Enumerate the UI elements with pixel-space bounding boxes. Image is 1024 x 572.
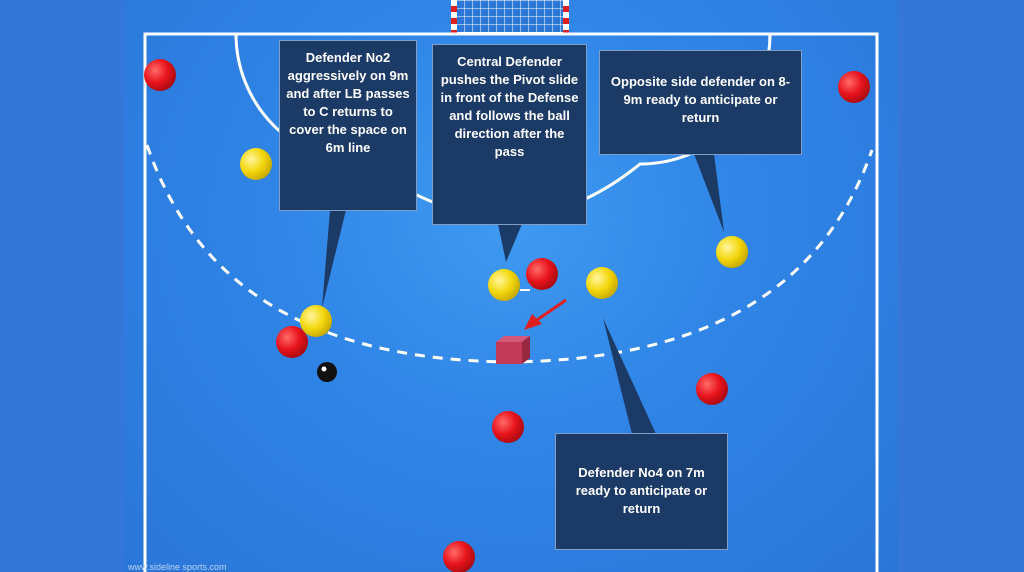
attacker-left-wing <box>144 59 176 91</box>
ball <box>317 362 337 382</box>
pointer-defender-no2 <box>322 210 346 308</box>
defender-left-wing <box>240 148 272 180</box>
defender-no4 <box>586 267 618 299</box>
callout-central-defender-text: Central Defender pushes the Pivot slide … <box>440 54 579 159</box>
attacker-bottom <box>443 541 475 572</box>
callout-defender-no4-text: Defender No4 on 7m ready to anticipate o… <box>575 465 708 516</box>
callout-defender-no2-text: Defender No2 aggressively on 9m and afte… <box>286 50 410 155</box>
callout-defender-no4: Defender No4 on 7m ready to anticipate o… <box>555 433 728 550</box>
defender-no2 <box>300 305 332 337</box>
attacker-pivot <box>526 258 558 290</box>
attacker-center-back <box>492 411 524 443</box>
callout-opposite-side-text: Opposite side defender on 8-9m ready to … <box>610 74 791 125</box>
callout-central-defender: Central Defender pushes the Pivot slide … <box>432 44 587 225</box>
attacker-left-back <box>276 326 308 358</box>
cone-marker <box>496 336 530 364</box>
attacker-right-back <box>696 373 728 405</box>
pointer-opposite-side <box>694 154 724 232</box>
court-boundary-lines <box>143 32 879 572</box>
background-right-margin <box>898 0 1024 572</box>
movement-arrow <box>524 298 567 330</box>
defender-central <box>488 269 520 301</box>
pointer-central-defender <box>498 224 522 262</box>
attacker-right-wing <box>838 71 870 103</box>
callout-defender-no2: Defender No2 aggressively on 9m and afte… <box>279 40 417 211</box>
goal <box>451 0 569 34</box>
background-left-margin <box>0 0 124 572</box>
pointer-defender-no4 <box>603 318 656 434</box>
watermark: www.sideline sports.com <box>128 562 227 572</box>
callout-opposite-side-defender: Opposite side defender on 8-9m ready to … <box>599 50 802 155</box>
defender-opposite-side <box>716 236 748 268</box>
